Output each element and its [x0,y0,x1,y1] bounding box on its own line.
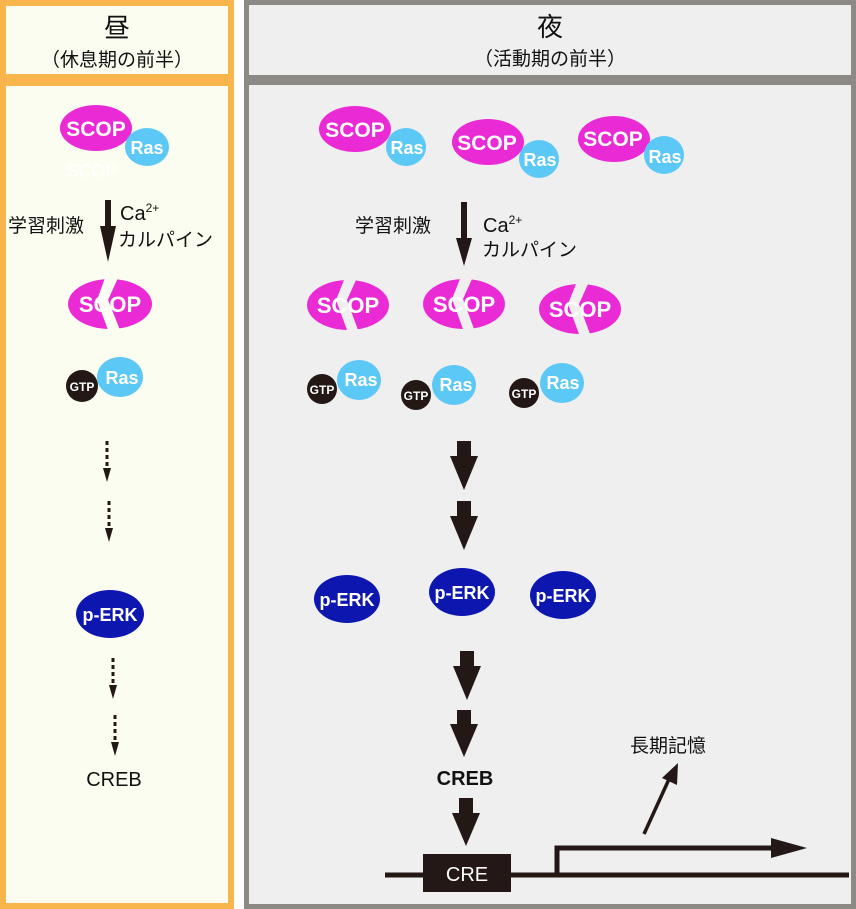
night-scop-label: SCOP [457,132,517,155]
night-cleaved-scop-label: SCOP [317,293,379,318]
day-scop-ellipse [60,105,132,151]
day-gtp-ras: Ras GTP [66,357,143,402]
night-perk-label: p-ERK [536,586,591,606]
night-stimulus-label: 学習刺激 [355,215,431,237]
night-ras-label: Ras [648,147,681,167]
night-title: 夜 [536,13,563,43]
day-stimulus-label: 学習刺激 [8,215,84,237]
day-gtp-ras-label: Ras [105,368,138,388]
night-bold-arrow-5 [452,798,480,846]
night-scop-ras-complex: SCOP Ras [578,116,684,174]
night-ras-label: Ras [390,138,423,158]
day-scop-ras-complex: SCOP Ras SCOP [60,105,169,181]
day-gtp-label: GTP [70,380,95,394]
day-ras-ellipse [125,128,169,166]
night-perk: p-ERK [530,571,596,619]
memory-arrow [642,763,678,835]
night-bold-arrow-1 [450,441,478,490]
night-scop-ras-complex: SCOP Ras [452,119,559,178]
day-dashed-arrow-3 [109,658,117,699]
night-gtp-ras: Ras GTP [401,365,476,410]
night-gtp-ras: Ras GTP [307,360,381,404]
night-perk: p-ERK [429,568,495,616]
night-cleaved-scop-label: SCOP [549,297,611,322]
night-perk-label: p-ERK [320,590,375,610]
night-ras-label: Ras [439,375,472,395]
day-scop-ghost-label: SCOP [66,161,117,181]
day-creb-label: CREB [86,769,142,791]
day-stimulus-arrow [100,200,116,262]
night-gtp-ras: Ras GTP [509,363,584,408]
night-gtp-label: GTP [310,383,335,397]
long-term-memory-label: 長期記憶 [630,735,706,757]
night-scop-ras-complex: SCOP Ras [319,106,426,166]
transcription-arrow [554,838,807,875]
night-stimulus-arrow [456,202,472,266]
cre-label: CRE [446,864,488,886]
day-calpain-label: カルパイン [118,229,213,251]
night-gtp-label: GTP [404,389,429,403]
day-panel-body [0,80,234,909]
night-bold-arrow-2 [450,501,478,550]
night-gtp-label: GTP [512,387,537,401]
day-dashed-arrow-1 [103,441,111,482]
night-perk-label: p-ERK [435,583,490,603]
day-dashed-arrow-2 [105,501,113,542]
night-ras-label: Ras [523,150,556,170]
night-panel-header: 夜 （活動期の前半） [244,0,856,80]
night-ras-label: Ras [344,370,377,390]
day-dashed-arrow-4 [111,715,119,756]
night-perk: p-ERK [314,575,380,623]
night-bold-arrow-3 [453,651,481,700]
night-cleaved-scop: SCOP [539,284,621,334]
day-cleaved-scop: SCOP [68,278,152,330]
night-cleaved-scop-label: SCOP [433,292,495,317]
night-subtitle: （活動期の前半） [473,48,626,70]
day-perk-label: p-ERK [83,605,138,625]
night-creb-label: CREB [437,768,494,790]
day-title: 昼 [103,14,130,44]
night-calpain-label: カルパイン [482,239,577,261]
night-scop-label: SCOP [325,119,385,142]
day-perk: p-ERK [76,590,144,638]
day-cleaved-scop-label: SCOP [79,292,141,317]
day-panel-header: 昼 （休息期の前半） [0,0,234,80]
night-panel-body [244,80,856,909]
night-ras-label: Ras [546,373,579,393]
day-subtitle: （休息期の前半） [40,49,193,71]
day-ca-label: Ca2+ [120,201,159,225]
day-ras-label: Ras [130,138,163,158]
night-ca-label: Ca2+ [483,213,522,237]
night-cleaved-scop: SCOP [307,280,389,330]
day-scop-label: SCOP [66,118,126,141]
night-cleaved-scop: SCOP [423,279,505,329]
night-bold-arrow-4 [450,710,478,757]
cre-box [423,854,511,892]
night-scop-label: SCOP [583,128,643,151]
